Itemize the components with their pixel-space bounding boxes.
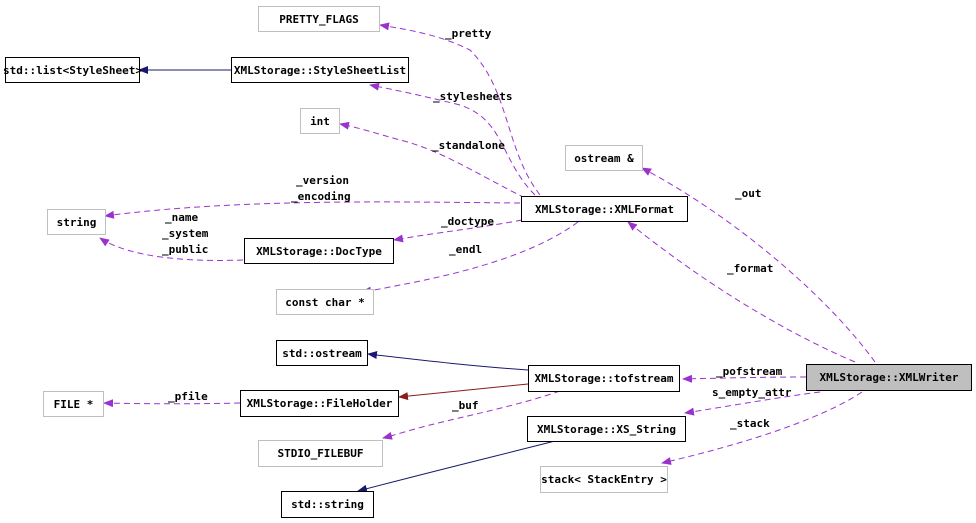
label-pretty: _pretty — [445, 27, 492, 40]
node-std-ostream[interactable]: std::ostream — [276, 340, 368, 366]
node-stylesheetlist[interactable]: XMLStorage::StyleSheetList — [231, 57, 409, 83]
label-system: _system — [162, 227, 209, 240]
node-doctype[interactable]: XMLStorage::DocType — [244, 238, 394, 264]
edge-pfile — [103, 399, 241, 408]
edge-version-encoding — [104, 201, 521, 219]
node-xs-string[interactable]: XMLStorage::XS_String — [527, 416, 686, 442]
edge-endl — [361, 221, 579, 295]
node-tofstream[interactable]: XMLStorage::tofstream — [528, 365, 680, 392]
node-std-list-stylesheet[interactable]: std::list<StyleSheet> — [3, 57, 142, 83]
edge-fileholder-inheritance — [398, 383, 529, 401]
node-stdio-filebuf[interactable]: STDIO_FILEBUF — [258, 440, 383, 467]
node-xmlwriter[interactable]: XMLStorage::XMLWriter — [806, 364, 972, 391]
node-std-string[interactable]: std::string — [281, 491, 374, 518]
label-stack: _stack — [730, 417, 770, 430]
edge-pretty — [379, 22, 541, 196]
node-int[interactable]: int — [300, 108, 340, 134]
label-stylesheets: _stylesheets — [433, 90, 513, 103]
node-xmlformat[interactable]: XMLStorage::XMLFormat — [521, 196, 688, 222]
edge-pofstream — [682, 374, 807, 383]
label-version: _version — [296, 174, 349, 187]
edge-stack — [661, 391, 863, 465]
label-format: _format — [727, 262, 774, 275]
edge-s-empty-attr — [684, 391, 821, 416]
label-pfile: _pfile — [168, 390, 208, 403]
label-public: _public — [162, 243, 209, 256]
edge-out — [641, 167, 876, 363]
edge-format — [627, 221, 856, 363]
edge-stylesheets — [369, 82, 536, 196]
node-string[interactable]: string — [47, 209, 106, 235]
node-stack[interactable]: stack< StackEntry > — [540, 466, 668, 493]
edge-buf — [382, 390, 561, 440]
label-doctype: _doctype — [441, 215, 494, 228]
label-standalone: _standalone — [432, 139, 505, 152]
edge-ostream-inheritance — [367, 351, 529, 371]
label-pofstream: _pofstream — [716, 365, 783, 378]
node-pretty-flags[interactable]: PRETTY_FLAGS — [258, 6, 380, 32]
label-encoding: _encoding — [291, 190, 351, 203]
edge-doctype — [393, 219, 523, 243]
label-s-empty-attr: s_empty_attr — [712, 386, 792, 399]
edge-string-inheritance — [357, 440, 556, 493]
edge-doctype-string — [99, 237, 244, 261]
node-ostream-ref[interactable]: ostream & — [565, 145, 643, 171]
label-endl: _endl — [449, 243, 483, 256]
label-buf: _buf — [452, 399, 479, 412]
edge-standalone — [339, 121, 526, 199]
node-file-ptr[interactable]: FILE * — [43, 391, 104, 417]
node-fileholder[interactable]: XMLStorage::FileHolder — [240, 390, 399, 417]
node-const-char[interactable]: const char * — [276, 289, 374, 315]
label-out: _out — [735, 187, 762, 200]
label-name: _name — [165, 211, 199, 224]
